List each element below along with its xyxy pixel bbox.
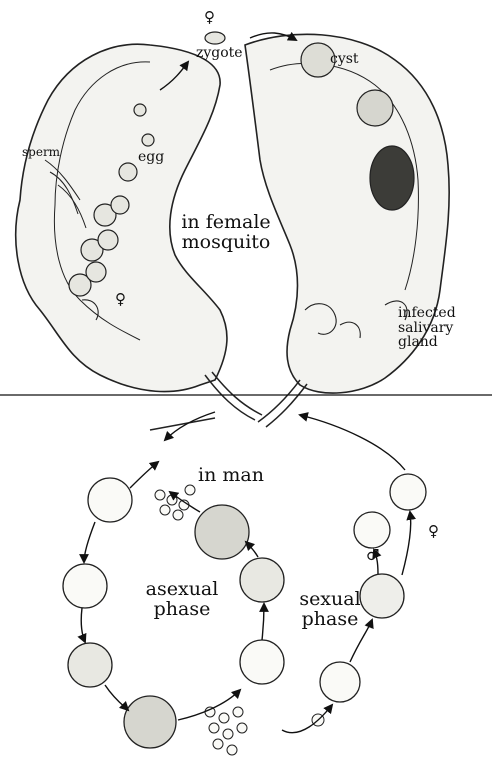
sexual-cycle-arrows (165, 412, 411, 733)
label-infected-salivary-gland: infected salivary gland (398, 306, 488, 350)
label-in-female-mosquito: in female mosquito (146, 213, 306, 253)
label-asexual-phase: asexual phase (132, 580, 232, 620)
female-symbol-mosquito: ♀ (115, 292, 126, 308)
label-in-man: in man (198, 466, 264, 486)
male-symbol-man: ♂ (366, 548, 379, 564)
female-symbol-zygote: ♀ (204, 10, 215, 26)
label-egg: egg (138, 150, 164, 165)
female-symbol-man: ♀ (428, 524, 439, 540)
label-zygote: zygote (196, 46, 243, 61)
label-sperm: sperm (22, 146, 60, 159)
label-cyst: cyst (330, 52, 359, 67)
zygote-cell (205, 32, 225, 44)
label-sexual-phase: sexual phase (290, 590, 370, 630)
